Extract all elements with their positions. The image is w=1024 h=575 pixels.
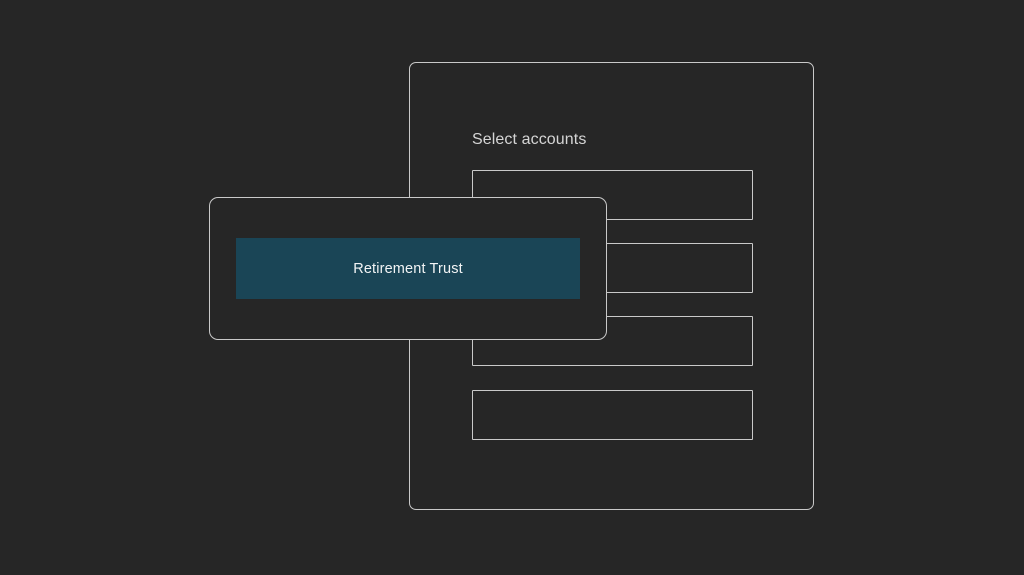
account-overlay-card: Retirement Trust: [209, 197, 607, 340]
page-title: Select accounts: [472, 131, 587, 148]
selected-account-label: Retirement Trust: [353, 260, 463, 277]
selected-account-option[interactable]: Retirement Trust: [236, 238, 580, 299]
account-row[interactable]: [472, 390, 753, 440]
